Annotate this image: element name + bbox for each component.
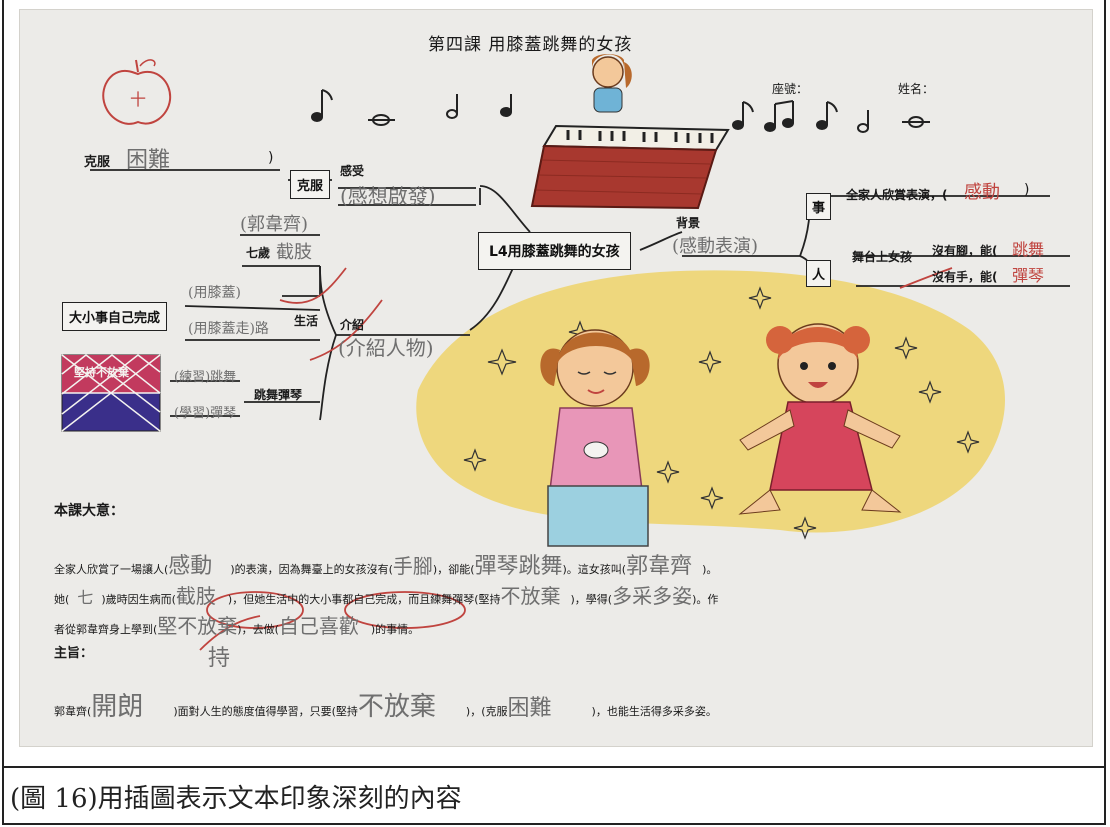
event-text: 全家人欣賞表演，(	[846, 188, 948, 202]
age-answer: 截肢	[276, 242, 312, 263]
intro-label: 介紹	[340, 318, 365, 332]
worksheet-photo: 第四課 用膝蓋跳舞的女孩 座號： 姓名： 十 克服 困難 ) 克服 感受 (感想…	[20, 10, 1092, 746]
top-girl-drawing	[592, 54, 632, 113]
life-answer-2: (用膝蓋走)路	[188, 321, 269, 337]
sitting-girl-drawing	[540, 329, 650, 547]
summary-line-1: 全家人欣賞了一場讓人(感動)的表演，因為舞臺上的女孩沒有(手腳)，卻能(彈琴跳舞…	[54, 554, 718, 579]
summary-line-2: 她(七)歲時因生病而(截肢)，但她生活中的大小事都自己完成，而且練舞彈琴(堅持不…	[54, 584, 719, 608]
event-answer: 感動	[964, 182, 1000, 203]
worksheet-title: 第四課 用膝蓋跳舞的女孩	[428, 35, 633, 55]
overcome-answer: 困難	[126, 148, 171, 173]
intro-name-answer: (郭韋齊)	[240, 214, 309, 235]
table-divider	[2, 766, 1106, 768]
dance-answer-2: (學習)彈琴	[174, 406, 237, 421]
dance-label: 跳舞彈琴	[254, 388, 303, 402]
music-notes-right	[732, 100, 930, 133]
figure-caption: (圖 16)用插圖表示文本印象深刻的內容	[10, 784, 462, 814]
worksheet-drawing	[61, 54, 1070, 651]
feeling-label: 感受	[340, 164, 365, 178]
never-give-up-label: 堅持不放棄	[74, 366, 129, 379]
no-hands-answer: 彈琴	[1012, 266, 1045, 285]
apple-drawing	[102, 59, 172, 125]
summary-line-3: 者從郭韋齊身上學到(堅不放棄)，去做(自己喜歡)的事情。	[54, 614, 420, 638]
dance-answer-1: (練習)跳舞	[174, 370, 237, 385]
red-check-marks	[199, 267, 953, 651]
purple-grid-drawing	[61, 354, 161, 432]
theme-heading: 主旨：	[54, 646, 94, 661]
overcome-close: )	[268, 150, 274, 166]
background-answer: (感動表演)	[672, 236, 759, 257]
feeling-answer: (感想啟發)	[340, 184, 436, 208]
overcome-box: 克服	[290, 170, 331, 199]
dancing-girl-drawing	[738, 323, 902, 515]
self-complete-box: 大小事自己完成	[62, 302, 168, 331]
apple-score: 十	[130, 90, 147, 109]
summary-heading: 本課大意：	[54, 503, 124, 519]
piano-drawing	[530, 124, 730, 210]
no-feet-text: 沒有腳，能(	[932, 244, 998, 258]
stars	[463, 286, 980, 540]
intro-answer: (介紹人物)	[338, 336, 434, 360]
event-close: )	[1024, 182, 1030, 198]
no-feet-answer: 跳舞	[1012, 240, 1045, 259]
age-label: 七歲	[246, 246, 271, 260]
life-answer-1: (用膝蓋)	[188, 285, 241, 301]
seat-label: 座號：	[772, 82, 809, 96]
person-box: 人	[806, 260, 832, 287]
overcome-label: 克服	[84, 155, 111, 170]
person-text: 舞台上女孩	[852, 250, 913, 264]
event-box: 事	[806, 193, 832, 220]
no-hands-text: 沒有手，能(	[932, 270, 998, 284]
summary-correction: 持	[208, 646, 231, 671]
theme-line: 郭韋齊(開朗)面對人生的態度值得學習，只要(堅持不放棄)，(克服困難)，也能生活…	[54, 692, 717, 722]
name-label: 姓名：	[898, 82, 935, 96]
background-label: 背景	[676, 216, 701, 230]
center-node: L4用膝蓋跳舞的女孩	[478, 232, 631, 270]
life-label: 生活	[294, 314, 319, 328]
music-notes-left	[311, 89, 512, 126]
